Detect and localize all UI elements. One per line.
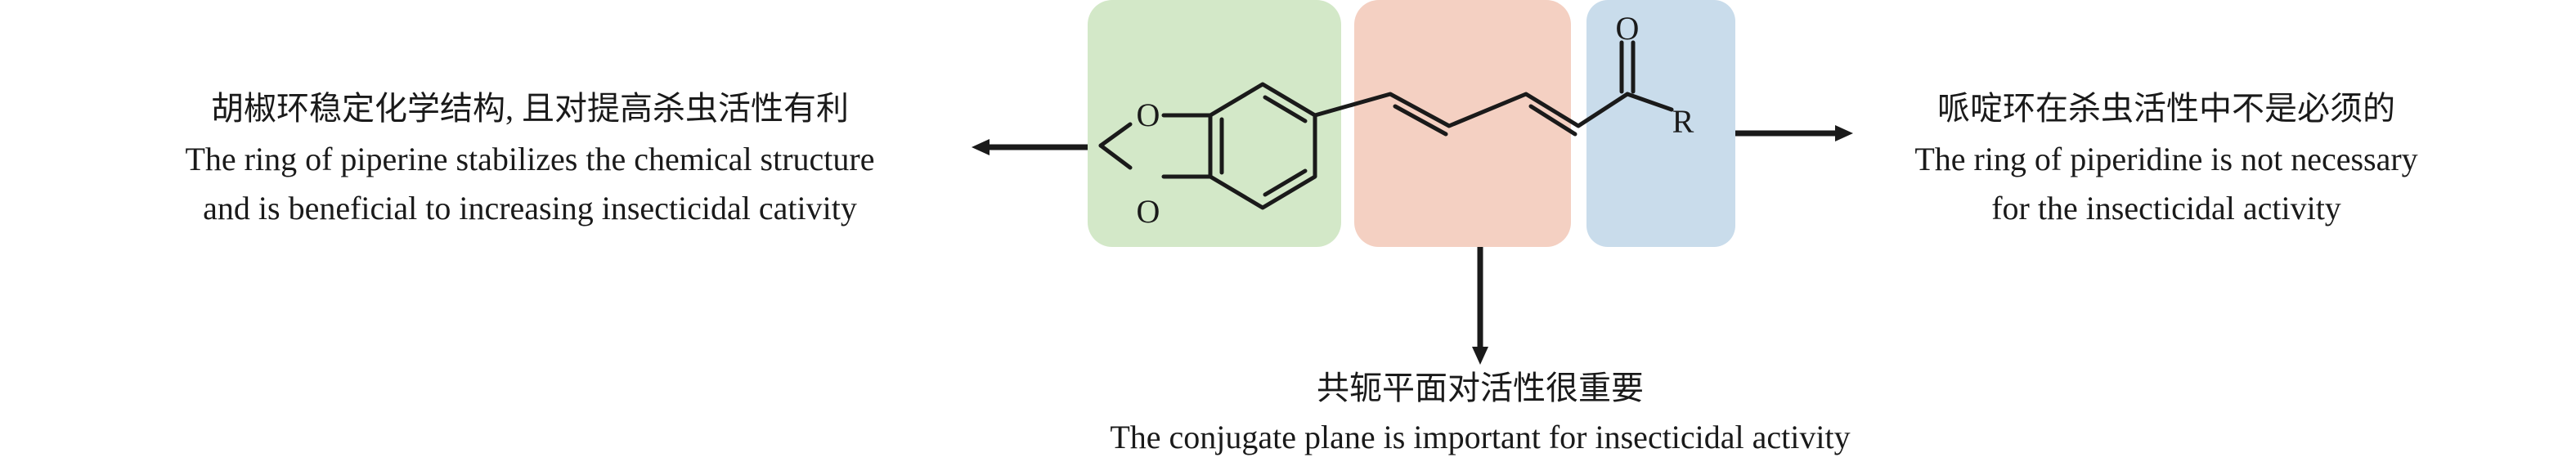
left-note-english-line1: The ring of piperine stabilizes the chem… xyxy=(185,141,874,177)
left-arrow xyxy=(972,139,1088,155)
benzodioxole-region-box xyxy=(1088,0,1341,247)
benzene-double-bond xyxy=(1263,95,1308,123)
diene-chain xyxy=(1313,92,1630,128)
r-group-label: R xyxy=(1672,103,1694,140)
bottom-note-chinese: 共轭平面对活性很重要 xyxy=(1317,370,1644,406)
left-note-chinese: 胡椒环稳定化学结构, 且对提高杀虫活性有利 xyxy=(211,90,849,127)
left-note-english-line2: and is beneficial to increasing insectic… xyxy=(203,190,857,227)
right-arrow xyxy=(1735,125,1853,141)
chain-double-bond xyxy=(1393,104,1448,137)
chain-double-bond xyxy=(1528,104,1577,137)
benzene-double-bond xyxy=(1263,168,1308,197)
carbonyl-to-r-bond xyxy=(1625,92,1674,112)
piperine-analog-structure: O O O R xyxy=(1098,10,1694,230)
right-note-chinese: 哌啶环在杀虫活性中不是必须的 xyxy=(1937,90,2395,127)
dioxole-bond xyxy=(1098,143,1133,170)
right-note-english-line2: for the insecticidal activity xyxy=(1991,190,2341,227)
oxygen-lower-label: O xyxy=(1137,193,1160,230)
conjugated-chain-region-box xyxy=(1354,0,1571,247)
oxygen-carbonyl-label: O xyxy=(1616,10,1640,47)
bottom-note-english-line1: The conjugate plane is important for ins… xyxy=(1110,419,1850,455)
down-arrow xyxy=(1472,247,1488,365)
oxygen-upper-label: O xyxy=(1137,96,1160,133)
carbonyl-region-box xyxy=(1586,0,1735,247)
dioxole-bond xyxy=(1098,122,1133,148)
right-note-english-line1: The ring of piperidine is not necessary xyxy=(1914,141,2417,177)
